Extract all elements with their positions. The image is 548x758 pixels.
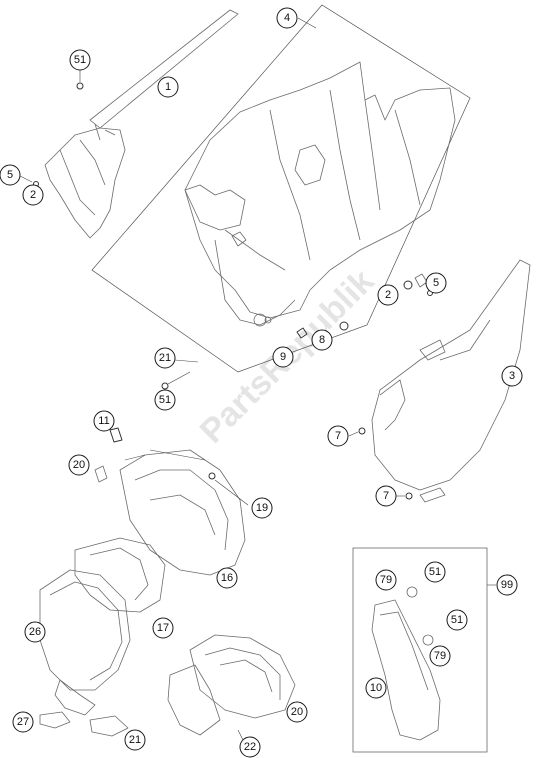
callout-21[interactable]: 21 <box>124 729 146 751</box>
kit-parts-part-10 <box>371 586 441 741</box>
svg-text:1: 1 <box>165 81 171 93</box>
svg-text:7: 7 <box>335 430 341 442</box>
callout-20[interactable]: 20 <box>286 701 308 723</box>
filter-support-part-16 <box>74 537 166 613</box>
callout-51-kit-upper[interactable]: 51 <box>424 561 446 583</box>
callout-3[interactable]: 3 <box>501 365 523 387</box>
callout-5-left[interactable]: 5 <box>0 164 21 186</box>
svg-text:17: 17 <box>157 622 169 634</box>
svg-text:51: 51 <box>451 614 463 626</box>
airbox-part-4 <box>184 61 456 327</box>
callout-27[interactable]: 27 <box>12 711 34 733</box>
callout-17[interactable]: 19 <box>251 497 273 519</box>
filter-element-part-20 <box>167 634 296 736</box>
svg-text:8: 8 <box>319 334 325 346</box>
callout-19[interactable]: 21 <box>154 347 176 369</box>
callout-10[interactable]: 10 <box>365 677 387 699</box>
callout-18[interactable]: 20 <box>68 454 90 476</box>
callout-99[interactable]: 99 <box>496 574 518 596</box>
kit-box-part-99 <box>352 547 488 753</box>
callout-79-upper[interactable]: 79 <box>375 569 397 591</box>
frame-part-4 <box>91 4 471 373</box>
svg-text:26: 26 <box>29 626 41 638</box>
callout-15[interactable]: 16 <box>216 567 238 589</box>
svg-text:2: 2 <box>385 289 391 301</box>
svg-text:79: 79 <box>380 574 392 586</box>
callout-9[interactable]: 9 <box>272 346 294 368</box>
svg-text:2: 2 <box>30 189 36 201</box>
filter-cage-part-15 <box>119 449 246 576</box>
svg-text:20: 20 <box>73 459 85 471</box>
callout-51-kit-lower[interactable]: 51 <box>446 609 468 631</box>
svg-text:4: 4 <box>284 12 290 24</box>
svg-text:11: 11 <box>98 415 109 427</box>
svg-text:21: 21 <box>129 734 141 746</box>
svg-text:21: 21 <box>159 352 171 364</box>
svg-text:19: 19 <box>256 502 268 514</box>
svg-text:20: 20 <box>291 706 303 718</box>
svg-text:27: 27 <box>17 716 29 728</box>
callout-51-middle[interactable]: 51 <box>154 389 176 411</box>
svg-text:3: 3 <box>509 370 515 382</box>
callout-2-right[interactable]: 2 <box>377 284 399 306</box>
callout-16[interactable]: 17 <box>152 617 174 639</box>
svg-text:10: 10 <box>370 682 382 694</box>
callout-7-lower[interactable]: 7 <box>375 485 397 507</box>
svg-text:79: 79 <box>434 650 446 662</box>
svg-text:51: 51 <box>159 394 171 406</box>
callout-79-lower[interactable]: 79 <box>429 645 451 667</box>
svg-text:22: 22 <box>244 741 256 753</box>
callout-26[interactable]: 26 <box>24 621 46 643</box>
callout-7-upper[interactable]: 7 <box>327 425 349 447</box>
svg-text:51: 51 <box>429 566 441 578</box>
callout-8[interactable]: 8 <box>311 329 333 351</box>
callout-11[interactable]: 11 <box>93 410 115 432</box>
svg-text:5: 5 <box>433 277 439 289</box>
svg-text:7: 7 <box>383 490 389 502</box>
side-cover-part-3 <box>371 259 531 503</box>
callout-2-left[interactable]: 2 <box>22 184 44 206</box>
callout-1[interactable]: 1 <box>157 76 179 98</box>
air-filter-part-26 <box>39 569 131 716</box>
svg-text:16: 16 <box>221 572 233 584</box>
svg-text:9: 9 <box>280 351 286 363</box>
callout-51-top-left[interactable]: 51 <box>69 49 91 71</box>
svg-text:5: 5 <box>7 169 13 181</box>
callout-4[interactable]: 4 <box>276 7 298 29</box>
svg-text:99: 99 <box>501 579 513 591</box>
svg-text:51: 51 <box>74 54 86 66</box>
callout-22[interactable]: 22 <box>239 736 261 758</box>
callout-5-right[interactable]: 5 <box>425 272 447 294</box>
air-boot-part-1 <box>44 9 239 239</box>
